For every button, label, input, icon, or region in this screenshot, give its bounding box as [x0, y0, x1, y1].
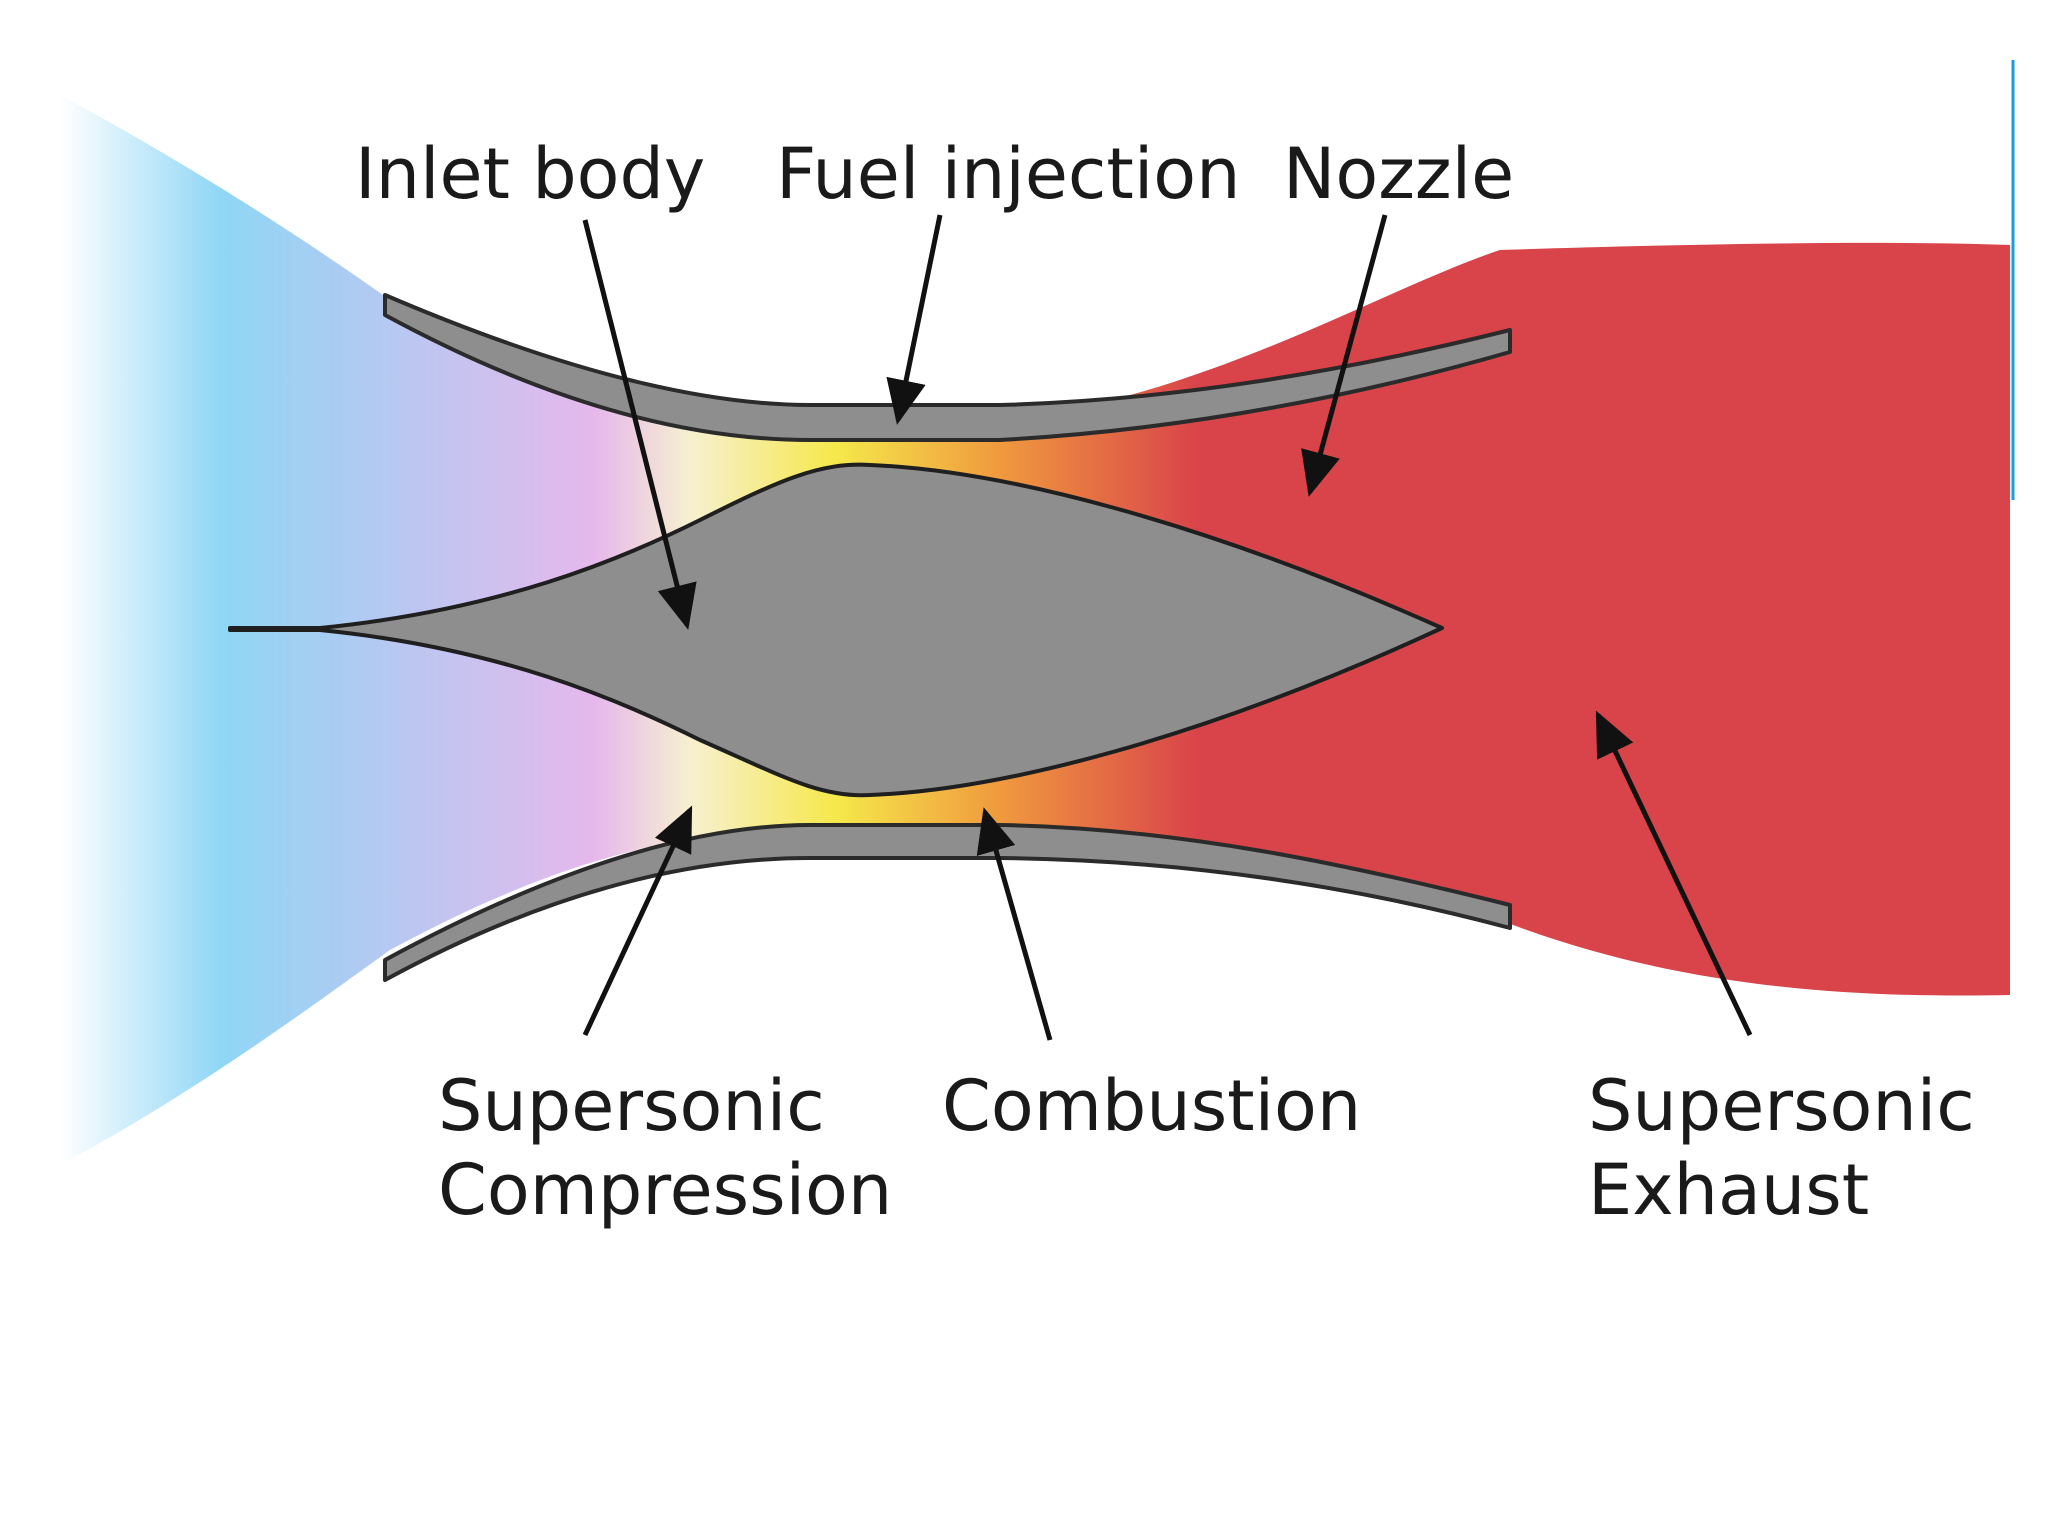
- arrow-fuel-injection: [886, 214, 943, 425]
- arrow-nozzle: [1301, 214, 1388, 497]
- label-inlet-body: Inlet body: [355, 133, 705, 215]
- label-nozzle: Nozzle: [1283, 133, 1514, 215]
- label-supersonic-compression-line1: Supersonic: [438, 1065, 825, 1147]
- arrow-supersonic-exhaust: [1595, 710, 1753, 1037]
- inlet-body: [228, 462, 1444, 798]
- label-supersonic-compression: Supersonic Compression: [438, 1065, 892, 1231]
- arrow-inlet-body: [582, 219, 697, 630]
- label-combustion: Combustion: [942, 1065, 1361, 1147]
- label-supersonic-exhaust-line2: Exhaust: [1588, 1149, 1869, 1231]
- label-supersonic-compression-line2: Compression: [438, 1149, 892, 1231]
- arrow-supersonic-compression: [582, 805, 693, 1037]
- upper-cowl: [383, 293, 1512, 442]
- label-supersonic-exhaust-line1: Supersonic: [1588, 1065, 1975, 1147]
- arrow-combustion: [976, 807, 1053, 1041]
- label-fuel-injection: Fuel injection: [776, 133, 1240, 215]
- label-supersonic-exhaust: Supersonic Exhaust: [1588, 1065, 1997, 1231]
